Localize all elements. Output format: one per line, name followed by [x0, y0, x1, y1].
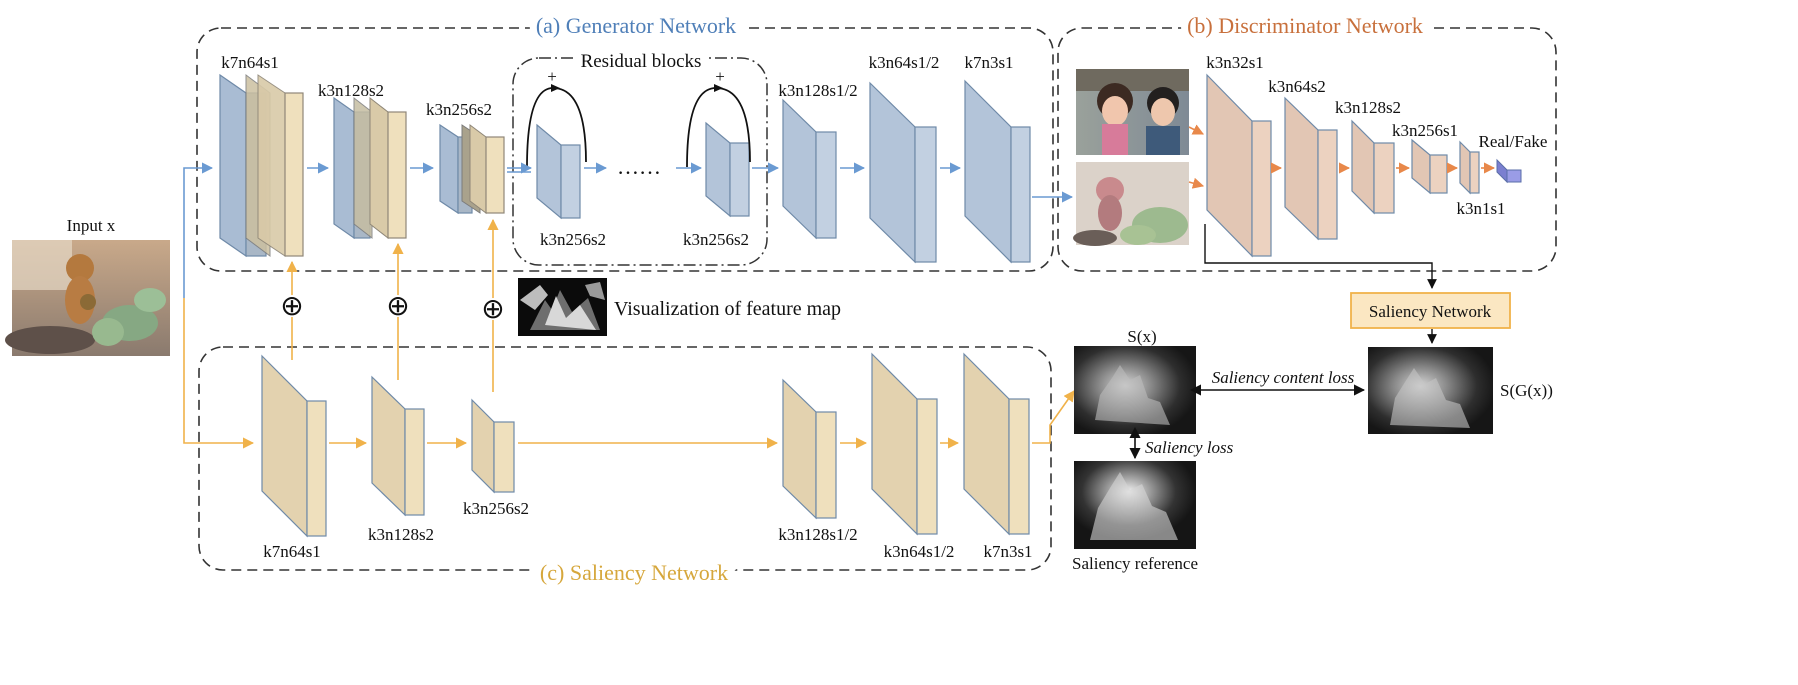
feature-map-caption: Visualization of feature map — [614, 298, 841, 320]
generated-to-saliency-connector — [1204, 224, 1437, 289]
gen-label-res-2: k3n256s2 — [683, 230, 749, 249]
sal-block-k3n256s2 — [471, 398, 515, 494]
saliency-reference-label: Saliency reference — [1072, 554, 1198, 573]
disc-label-real-fake: Real/Fake — [1479, 132, 1548, 151]
gen-label-res-1: k3n256s2 — [540, 230, 606, 249]
disc-block-k3n256s1 — [1411, 138, 1448, 195]
gen-block-k3n64s1-2 — [869, 81, 937, 264]
plus-sign-2: + — [715, 67, 725, 86]
residual-title: Residual blocks — [581, 51, 702, 72]
generator-region — [196, 27, 1054, 272]
sx-label: S(x) — [1127, 327, 1156, 346]
sal-block-k3n128s2 — [371, 375, 425, 517]
saliency-title: (c) Saliency Network — [540, 560, 728, 585]
gen-label-k7n64s1: k7n64s1 — [221, 53, 279, 72]
residual-skip-1: + — [526, 67, 587, 168]
gen-residual-block-2 — [705, 121, 750, 218]
anime-frame — [1076, 69, 1189, 155]
disc-block-k3n32s1 — [1206, 73, 1272, 258]
gen-label-k3n128s1-2: k3n128s1/2 — [778, 81, 857, 100]
disc-label-k3n1s1: k3n1s1 — [1456, 199, 1505, 218]
content-loss-label: Saliency content loss — [1212, 368, 1355, 387]
gen-block-k3n128s1-2 — [782, 98, 837, 240]
disc-label-k3n256s1: k3n256s1 — [1392, 121, 1458, 140]
saliency-map-sgx — [1368, 347, 1493, 434]
disc-label-k3n128s2: k3n128s2 — [1335, 98, 1401, 117]
gen-block-k3n256s2 — [439, 123, 505, 215]
oplus-1: ⊕ — [280, 291, 303, 322]
disc-block-k3n1s1 — [1459, 140, 1480, 195]
gen-block-k7n3s1 — [964, 79, 1031, 264]
saliency-loss-label: Saliency loss — [1145, 438, 1234, 457]
gen-label-k3n256s2: k3n256s2 — [426, 100, 492, 119]
sal-label-k7n3s1: k7n3s1 — [983, 542, 1032, 561]
input-label: Input x — [67, 216, 116, 235]
sal-block-k7n3s1 — [963, 352, 1030, 536]
discriminator-region — [1057, 27, 1557, 272]
disc-label-k3n32s1: k3n32s1 — [1206, 53, 1264, 72]
disc-block-k3n128s2 — [1351, 119, 1395, 215]
feature-map-thumbnail — [518, 278, 607, 336]
sal-label-k3n64s1-2: k3n64s1/2 — [884, 542, 955, 561]
input-photo — [5, 240, 170, 356]
sgx-label: S(G(x)) — [1500, 381, 1553, 400]
gen-block-k3n128s2 — [333, 96, 407, 240]
oplus-symbols: ⊕ ⊕ ⊕ — [280, 291, 504, 325]
disc-output-block — [1496, 158, 1522, 184]
disc-label-k3n64s2: k3n64s2 — [1268, 77, 1326, 96]
disc-block-k3n64s2 — [1284, 96, 1338, 241]
gen-label-k3n64s1-2: k3n64s1/2 — [869, 53, 940, 72]
gen-residual-block-1 — [536, 123, 581, 220]
saliency-region — [198, 346, 1052, 571]
saliency-network-box: Saliency Network — [1350, 292, 1511, 329]
residual-skip-2: + — [686, 67, 751, 168]
gen-label-k3n128s2: k3n128s2 — [318, 81, 384, 100]
sal-block-k3n64s1-2 — [871, 352, 938, 536]
generated-photo — [1073, 162, 1189, 246]
saliency-network-label: Saliency Network — [1369, 302, 1492, 321]
saliency-reference-map — [1074, 461, 1196, 549]
sal-label-k3n128s1-2: k3n128s1/2 — [778, 525, 857, 544]
sal-label-k3n256s2: k3n256s2 — [463, 499, 529, 518]
discriminator-arrows — [1188, 124, 1496, 189]
sal-block-k7n64s1 — [261, 354, 327, 538]
oplus-3: ⊕ — [481, 294, 504, 325]
plus-sign-1: + — [547, 67, 557, 86]
gen-label-k7n3s1: k7n3s1 — [964, 53, 1013, 72]
discriminator-title: (b) Discriminator Network — [1187, 13, 1423, 38]
oplus-2: ⊕ — [386, 291, 409, 322]
gen-block-k7n64s1 — [219, 73, 304, 258]
sal-label-k7n64s1: k7n64s1 — [263, 542, 321, 561]
residual-region — [512, 57, 768, 266]
generator-arrows — [183, 162, 1074, 298]
generator-title: (a) Generator Network — [536, 13, 736, 38]
sal-label-k3n128s2: k3n128s2 — [368, 525, 434, 544]
saliency-map-sx — [1074, 346, 1196, 434]
sal-block-k3n128s1-2 — [782, 378, 837, 520]
residual-ellipsis: …… — [617, 154, 661, 179]
